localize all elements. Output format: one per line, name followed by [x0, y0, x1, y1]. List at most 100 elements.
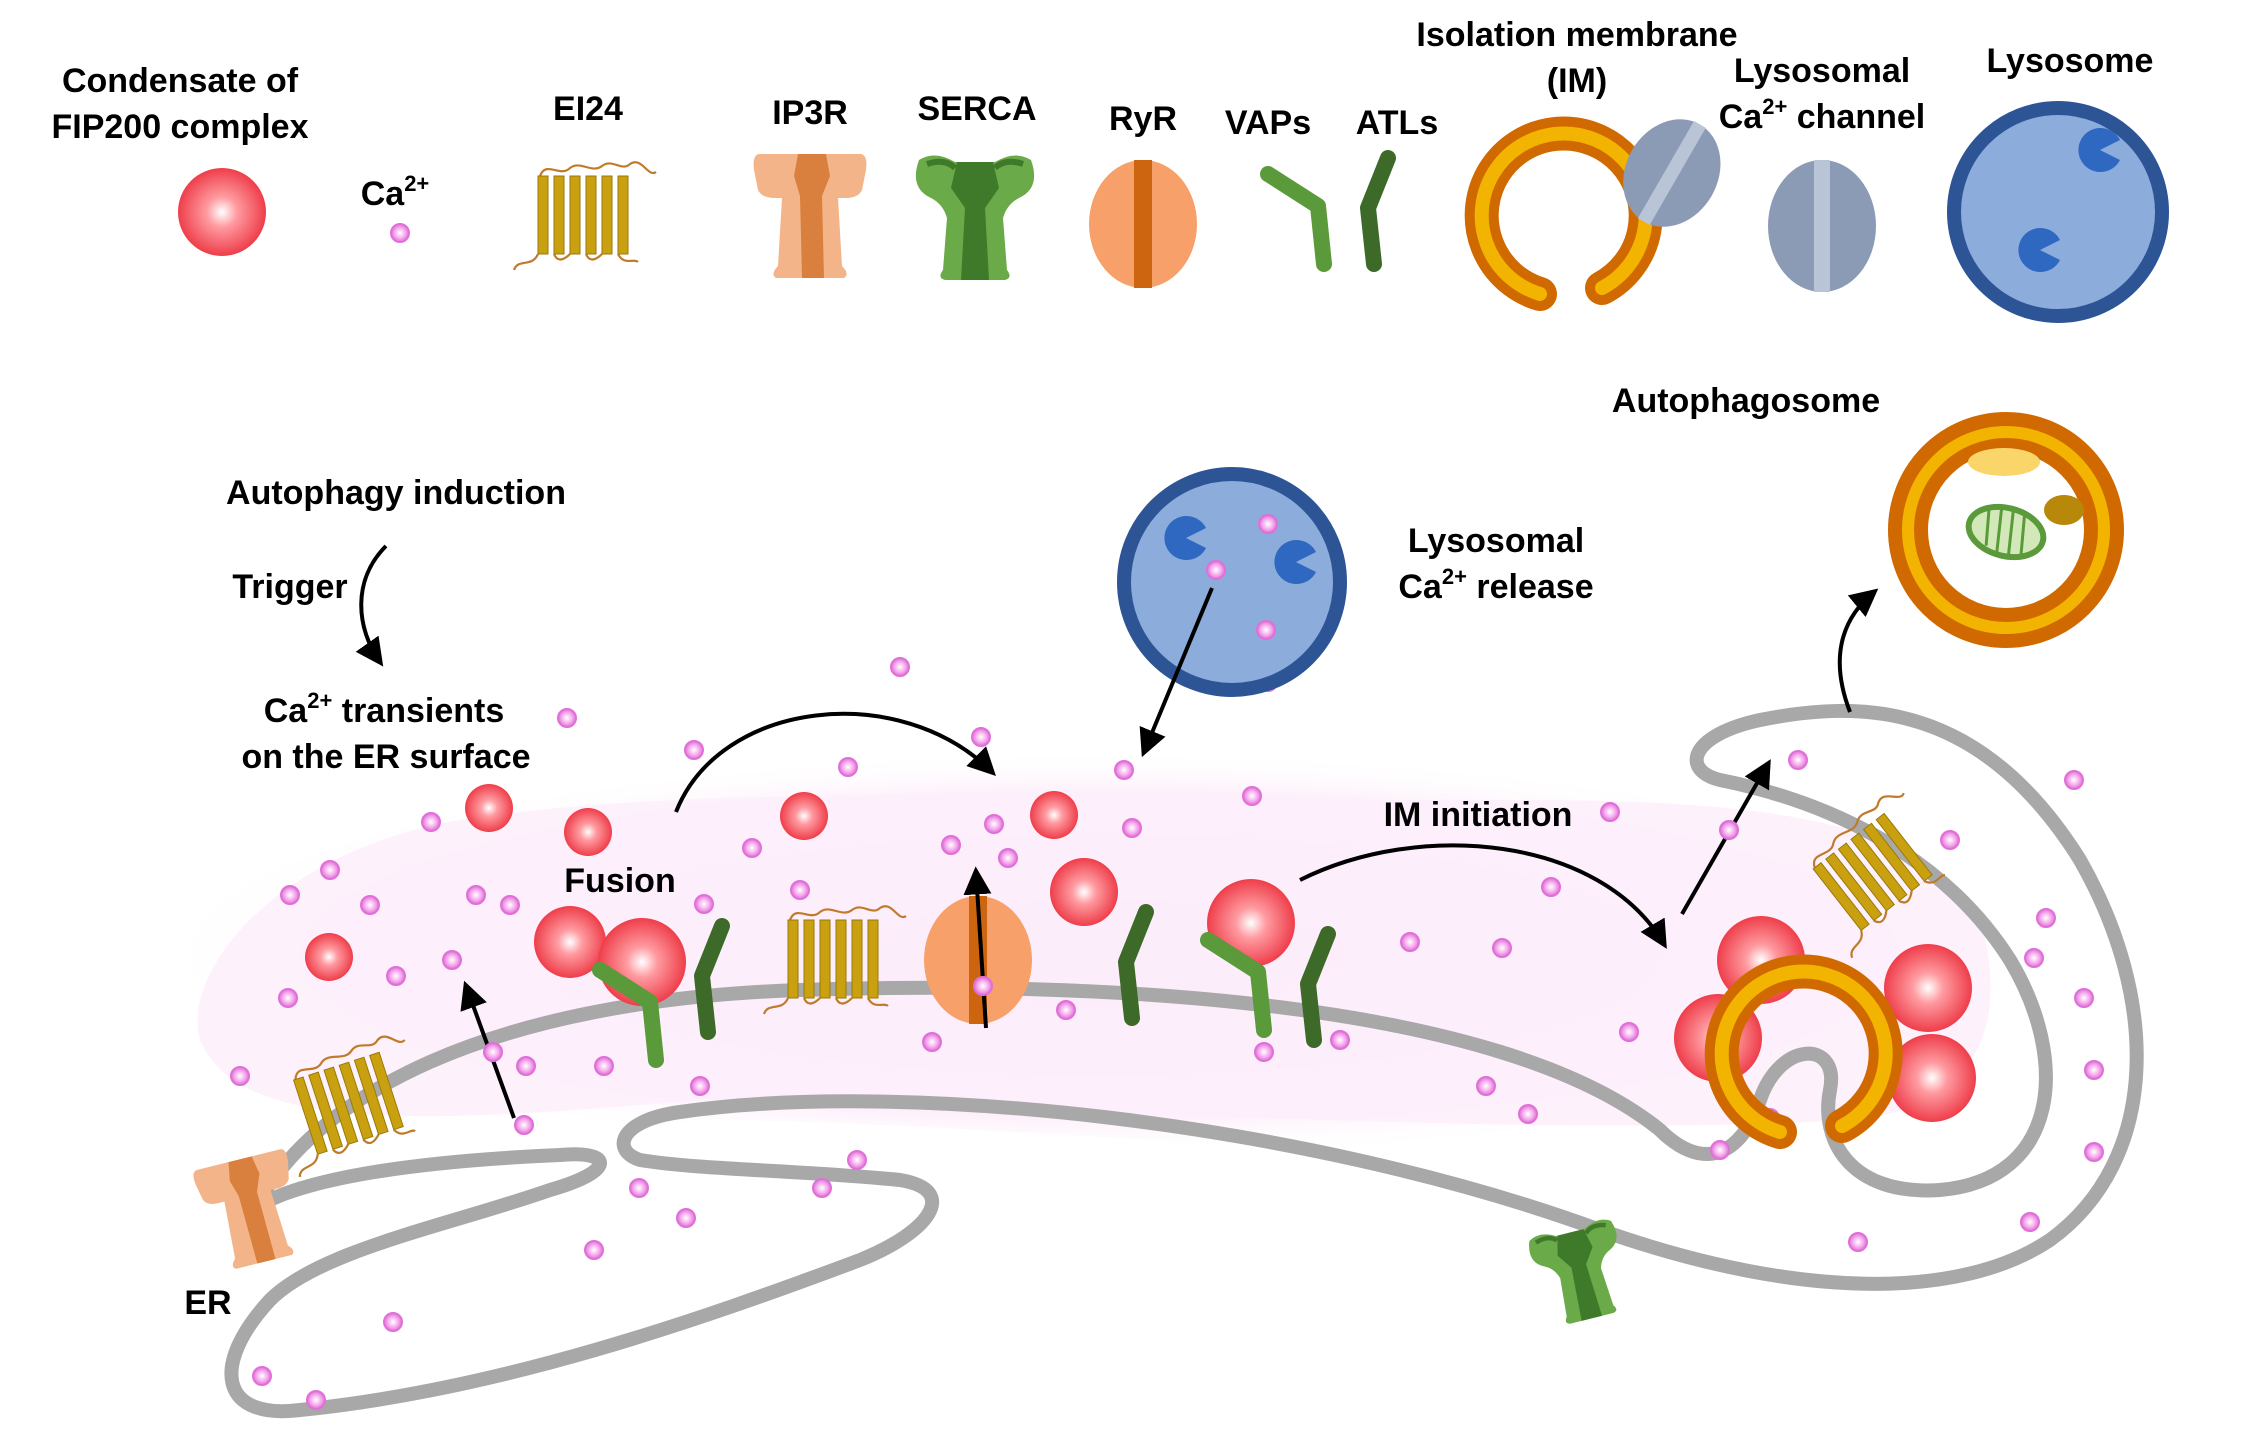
calcium-ion [280, 885, 300, 905]
lysosome [1117, 101, 1740, 758]
serca-calcium [1719, 820, 1739, 840]
autophagy-induction-label: Autophagy induction [226, 474, 566, 512]
calcium-ion [442, 950, 462, 970]
im-initiation-arrow [1299, 843, 1667, 949]
calcium-ion [690, 1076, 710, 1096]
calcium-ion [998, 848, 1018, 868]
fip200-condensate [780, 792, 828, 840]
calcium-ion [1518, 1104, 1538, 1124]
calcium-ion [2036, 908, 2056, 928]
calcium-ion [676, 1208, 696, 1228]
calcium-ion [230, 1066, 250, 1086]
calcium-ion [629, 1178, 649, 1198]
calcium-ion [1541, 877, 1561, 897]
er-membrane [224, 704, 2144, 1419]
legend-im-label: Isolation membrane [1416, 16, 1737, 54]
calcium-ion [2020, 1212, 2040, 1232]
calcium-ion [1600, 802, 1620, 822]
calcium-ion [984, 814, 1004, 834]
legend-calcium-icon [390, 223, 410, 243]
ryr-calcium [973, 976, 993, 996]
fip200-condensate [1884, 944, 1972, 1032]
calcium-ion [1476, 1076, 1496, 1096]
calcium-ion [1848, 1232, 1868, 1252]
legend-lysosome-label: Lysosome [1987, 42, 2154, 80]
cargo-lipid [1968, 448, 2040, 476]
legend-atls-label: ATLs [1356, 104, 1438, 142]
legend-condensate-label: Condensate of [62, 62, 299, 100]
legend-condensate-icon [178, 168, 266, 256]
legend-im-icon [1482, 133, 1646, 294]
calcium-ion [1056, 1000, 1076, 1020]
fusion-arrow [674, 711, 996, 813]
calcium-ion [941, 835, 961, 855]
legend-atl-icon [1368, 158, 1388, 264]
calcium-ion [694, 894, 714, 914]
calcium-ion [2084, 1142, 2104, 1162]
im-initiation-label: IM initiation [1384, 796, 1573, 834]
fusion-label: Fusion [564, 862, 675, 900]
fip200-condensate [1888, 1034, 1976, 1122]
calcium-ion [890, 657, 910, 677]
autophagosome [1888, 412, 2124, 648]
calcium-ion [2024, 948, 2044, 968]
calcium-ion [386, 966, 406, 986]
legend-lyso-channel-label-2: Ca2+ channel [1719, 94, 1926, 136]
ca-transients-label: Ca2+ transients [264, 688, 505, 730]
legend-calcium-label: Ca2+ [361, 171, 430, 213]
legend-condensate-label-2: FIP200 complex [51, 108, 308, 146]
legend: Condensate of FIP200 complex Ca2+ EI24 I… [51, 16, 2169, 323]
calcium-ion [1122, 818, 1142, 838]
calcium-ion [557, 708, 577, 728]
legend-vaps-label: VAPs [1225, 104, 1311, 142]
legend-im-label-2: (IM) [1547, 62, 1607, 100]
calcium-ion [684, 740, 704, 760]
calcium-ion [1788, 750, 1808, 770]
legend-ryr-label: RyR [1109, 100, 1177, 138]
lysosomal-release-label-2: Ca2+ release [1398, 564, 1593, 606]
legend-serca-label: SERCA [917, 90, 1036, 128]
calcium-ion [1254, 1042, 1274, 1062]
legend-ip3r-icon [753, 154, 867, 278]
calcium-ion [500, 895, 520, 915]
ip3r-calcium [483, 1042, 503, 1062]
legend-ei24-icon [512, 161, 658, 272]
calcium-ion [2084, 1060, 2104, 1080]
legend-ei24-label: EI24 [553, 90, 623, 128]
fip200-condensate [564, 808, 612, 856]
calcium-ion [971, 727, 991, 747]
cargo-granule [2044, 495, 2084, 525]
calcium-ion [584, 1240, 604, 1260]
calcium-ion [2064, 770, 2084, 790]
lysosome-calcium [1206, 560, 1226, 580]
trigger-label: Trigger [232, 568, 347, 606]
calcium-ion [1619, 1022, 1639, 1042]
autophagosome-formation-arrow [1837, 588, 1879, 713]
calcium-ion [466, 885, 486, 905]
calcium-ion [421, 812, 441, 832]
calcium-ion [1940, 830, 1960, 850]
calcium-halo-core [197, 795, 1991, 1126]
calcium-ion [1400, 932, 1420, 952]
calcium-ion [2074, 988, 2094, 1008]
calcium-ion [838, 757, 858, 777]
calcium-ion [1114, 760, 1134, 780]
er-ip3r [191, 1148, 311, 1274]
calcium-ion [1242, 786, 1262, 806]
lysosome-calcium [1256, 620, 1276, 640]
legend-ryr-icon [1089, 160, 1197, 288]
calcium-ion [252, 1366, 272, 1386]
calcium-ion [812, 1178, 832, 1198]
fip200-condensate [305, 933, 353, 981]
calcium-ion [360, 895, 380, 915]
fip200-condensate [465, 784, 513, 832]
legend-vap-icon [1268, 174, 1324, 264]
lysosome-calcium [1258, 514, 1278, 534]
fip200-condensate [534, 906, 606, 978]
calcium-ion [516, 1056, 536, 1076]
calcium-ion [1492, 938, 1512, 958]
calcium-ion [790, 880, 810, 900]
legend-ip3r-label: IP3R [772, 94, 848, 132]
mitochondrion-icon [1965, 503, 2047, 561]
